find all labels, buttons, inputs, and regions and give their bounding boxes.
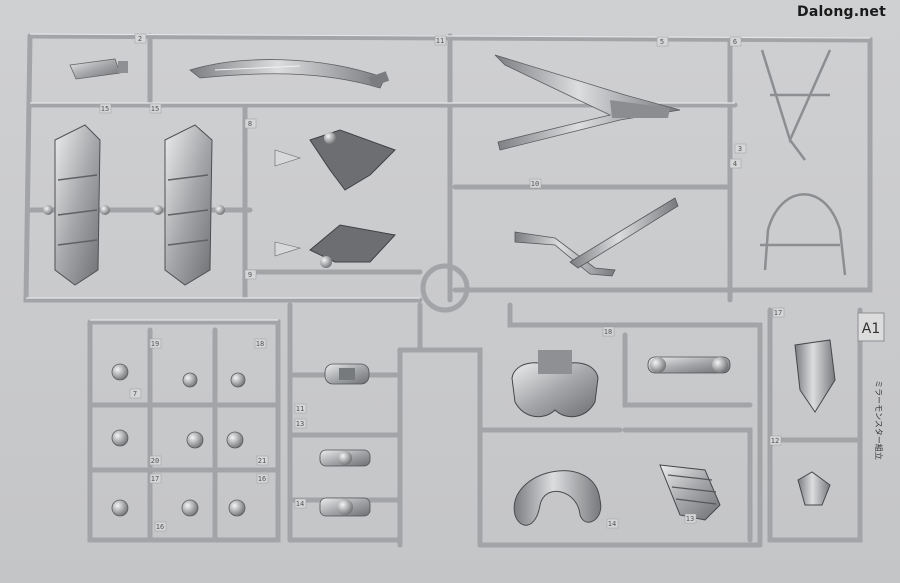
part-number-tag-box (772, 307, 785, 318)
part-number-tag-box (99, 103, 112, 114)
part-number-tag-box (734, 143, 747, 154)
part-number-tag-box (294, 418, 307, 429)
part-number-tag-box (129, 388, 142, 399)
part-number-tag: 3 (738, 145, 742, 153)
small-parts-grid (111, 363, 246, 517)
part-number-tag-box (434, 35, 447, 46)
part-number-tag-box (244, 269, 257, 280)
part-wing-upper (274, 129, 396, 191)
part-number-tag: 9 (248, 271, 252, 279)
part-armor-plate-right (164, 124, 213, 286)
part-number-tag: 21 (258, 457, 266, 465)
part-helmet-bottom (797, 471, 831, 506)
part-number-tag: 2 (138, 35, 142, 43)
part-number-tag-box (729, 158, 742, 169)
part-number-tag: 4 (733, 160, 737, 168)
part-number-tag: 17 (151, 475, 159, 483)
runner-label: A1 (862, 321, 880, 337)
part-connector-3 (319, 497, 371, 517)
part-wing-lower (274, 224, 396, 268)
part-number-tag-box (154, 521, 167, 532)
part-number-tag: 17 (774, 309, 782, 317)
runner-side-text: ミラーモンスター組立 (874, 380, 884, 460)
part-blade (189, 59, 390, 89)
part-number-tag-box (149, 455, 162, 466)
part-v-frame-top (494, 54, 681, 151)
part-number-tag: 18 (604, 328, 612, 336)
part-number-tag-box (294, 498, 307, 509)
part-number-tag: 15 (151, 105, 159, 113)
part-number-tag: 16 (258, 475, 266, 483)
part-number-tag-box (149, 338, 162, 349)
part-number-tag: 10 (531, 180, 539, 188)
part-number-tag-box (254, 338, 267, 349)
part-number-tag: 5 (660, 38, 664, 46)
part-number-tag: 14 (608, 520, 616, 528)
part-number-tag: 11 (296, 405, 304, 413)
part-eye-piece (647, 356, 731, 374)
part-number-tag: 16 (156, 523, 164, 531)
part-number-tag: 13 (686, 515, 694, 523)
part-number-tag-box (244, 118, 257, 129)
part-connector-2 (319, 449, 371, 467)
watermark-text: Dalong.net (797, 4, 886, 20)
part-number-tag: 6 (733, 38, 737, 46)
part-number-tag: 11 (436, 37, 444, 45)
part-ribbed (659, 464, 721, 521)
part-number-tag-box (149, 473, 162, 484)
part-number-tag-box (134, 33, 147, 44)
part-v-frame-mid (514, 197, 679, 277)
part-number-tag: 7 (133, 390, 137, 398)
part-connector-1 (324, 363, 370, 385)
part-number-tags: 2 11 5 3 15 15 8 9 10 4 19 18 7 11 20 21 17 16 13 14 14 13 16 1… (99, 33, 785, 532)
part-number-tag-box (656, 36, 669, 47)
part-number-tag: 18 (256, 340, 264, 348)
part-thin-frame-bottom (760, 193, 847, 276)
part-number-tag-box (606, 518, 619, 529)
part-number-tag-box (256, 473, 269, 484)
part-number-tag-box (729, 36, 742, 47)
runner-label-tag: A1 (857, 312, 885, 342)
part-thin-frame-top (760, 49, 832, 161)
part-number-tag: 19 (151, 340, 159, 348)
part-number-tag: 12 (771, 437, 779, 445)
part-helmet-top (794, 339, 836, 413)
part-number-tag: 14 (296, 500, 304, 508)
part-number-tag-box (294, 403, 307, 414)
part-number-tag-box (684, 513, 697, 524)
part-number-tag: 8 (248, 120, 252, 128)
part-number-tag-box (769, 435, 782, 446)
part-armor-plate-left (54, 124, 101, 286)
part-horseshoe (513, 470, 602, 526)
part-number-tag-box (529, 178, 542, 189)
part-number-tag: 15 (101, 105, 109, 113)
part-chest (511, 350, 599, 418)
part-number-tag: 13 (296, 420, 304, 428)
part-number-tag: 20 (151, 457, 159, 465)
part-clip (69, 58, 128, 80)
part-number-tag-box (602, 326, 615, 337)
part-number-tag-box (256, 455, 269, 466)
part-number-tag-box (149, 103, 162, 114)
